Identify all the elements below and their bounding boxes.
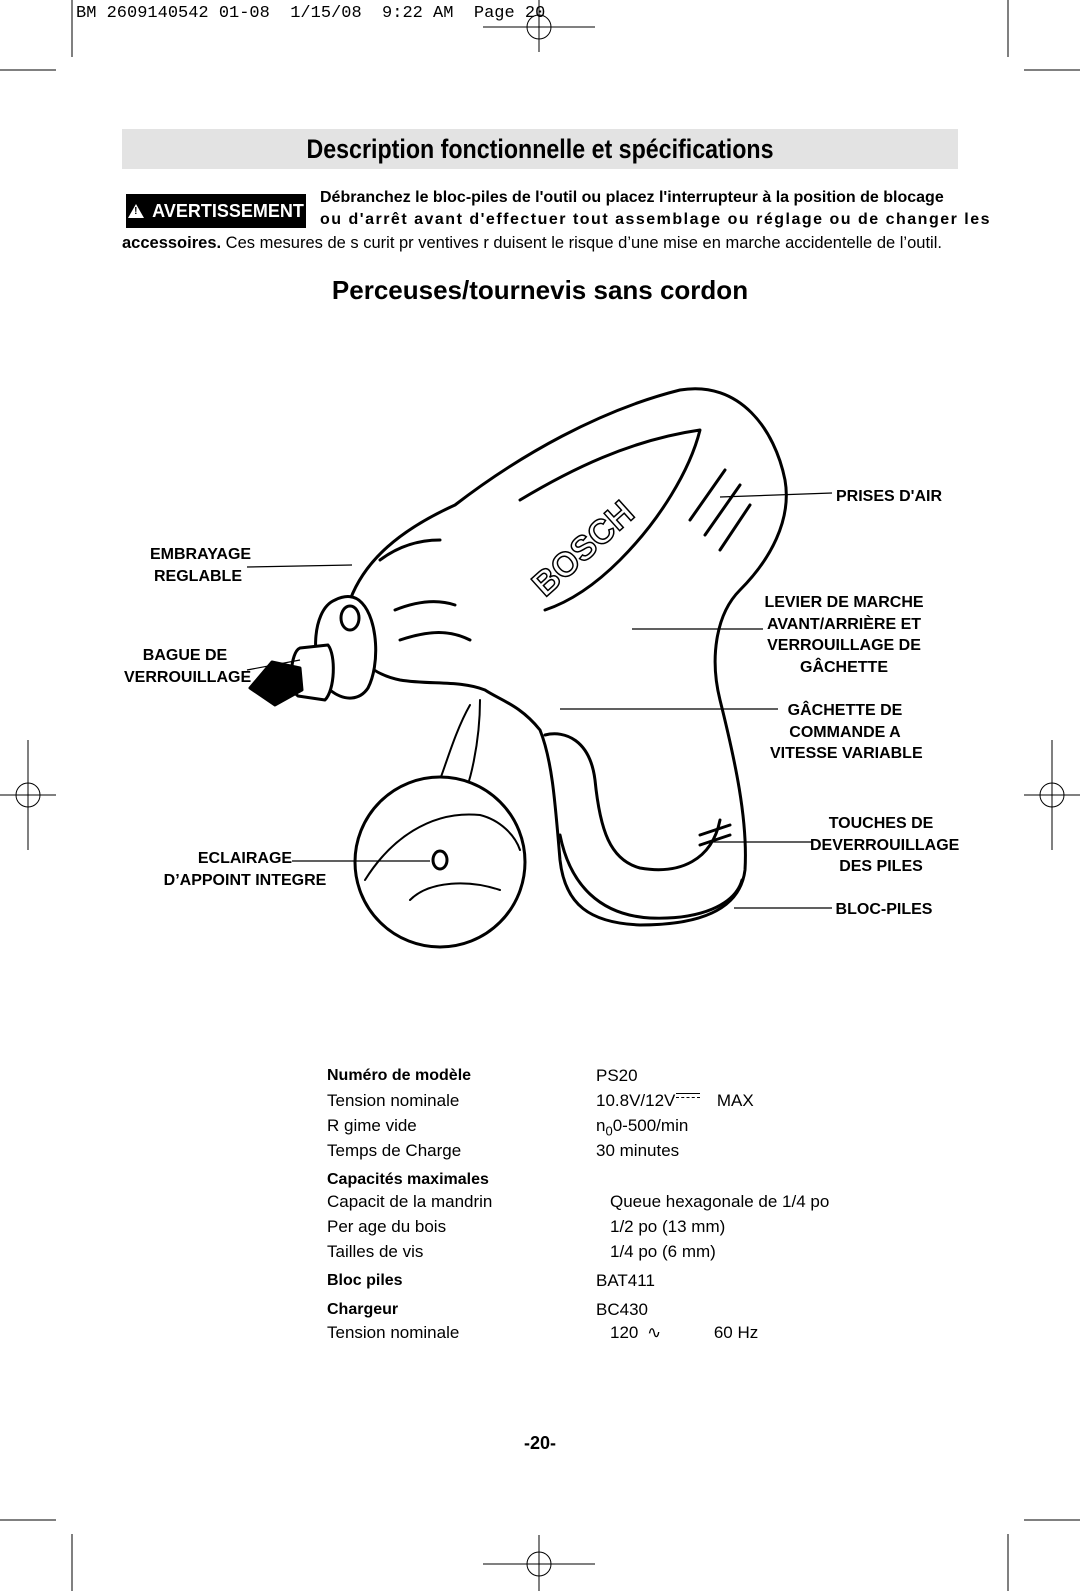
callout-line: TOUCHES DE: [828, 815, 934, 832]
callout-line: VITESSE VARIABLE: [770, 745, 923, 762]
spec-charger-voltage-label: Tension nominale: [327, 1323, 460, 1342]
page-number: -20-: [523, 1433, 556, 1453]
spec-charger-label: Chargeur: [327, 1301, 399, 1318]
warning-line-1: Débranchez le bloc-piles de l'outil ou p…: [320, 189, 944, 206]
spec-charge-value: 30 minutes: [596, 1141, 680, 1160]
spec-speed-value: n00-500/min: [596, 1116, 688, 1138]
vents: [688, 468, 752, 552]
callout-eclairage: ECLAIRAGE D’APPOINT INTEGRE: [160, 848, 330, 891]
warning-line-3-rest: Ces mesures de s curit pr ventives r dui…: [221, 234, 942, 252]
callout-embrayage: EMBRAYAGE REGLABLE: [150, 544, 252, 587]
spec-speed-sub: 0: [605, 1123, 613, 1139]
spec-chuck-value: Queue hexagonale de 1/4 po: [610, 1192, 830, 1211]
spec-voltage-number: 10.8V/12V: [596, 1091, 676, 1110]
clutch-ridges: [378, 538, 472, 642]
callout-line: VERROUILLAGE DE: [767, 637, 921, 654]
callout-line: PRISES D'AIR: [835, 488, 943, 505]
warning-line-3: accessoires. Ces mesures de s curit pr v…: [122, 234, 942, 253]
callout-line: REGLABLE: [154, 567, 242, 585]
spec-model-label: Numéro de modèle: [327, 1067, 472, 1084]
callout-touches: TOUCHES DE DEVERROUILLAGE DES PILES: [810, 813, 960, 878]
spec-voltage-label: Tension nominale: [327, 1091, 460, 1110]
gripper-panel: [518, 428, 702, 612]
spec-speed-n: n: [596, 1116, 606, 1135]
spec-charge-label: Temps de Charge: [327, 1141, 462, 1160]
warning-line-2: ou d'arrêt avant d'effectuer tout assemb…: [320, 211, 992, 228]
callout-line: AVANT/ARRIÈRE ET: [766, 615, 922, 633]
page-title: Description fonctionnelle et spécificati…: [306, 134, 774, 164]
callout-line: ECLAIRAGE: [197, 850, 293, 867]
warning-triangle-icon: !: [128, 204, 145, 218]
callout-line: DEVERROUILLAGE: [810, 836, 960, 854]
warning-badge-label: AVERTISSEMENT: [152, 200, 304, 221]
spec-voltage-value: 10.8V/12V MAX: [596, 1091, 754, 1111]
section-subtitle: Perceuses/tournevis sans cordon: [331, 275, 749, 305]
handle-grip: [543, 732, 722, 872]
spec-charger-voltage-value: 120 ∿ 60 Hz: [610, 1323, 758, 1343]
spec-charger-freq: 60 Hz: [713, 1323, 759, 1342]
warning-line-3-bold: accessoires.: [122, 234, 222, 252]
title-bar: [122, 129, 958, 169]
spec-screw-label: Tailles de vis: [327, 1242, 424, 1261]
callout-line: DES PILES: [839, 858, 923, 875]
callout-line: COMMANDE A: [789, 723, 901, 741]
spec-wood-value: 1/2 po (13 mm): [610, 1217, 726, 1236]
callout-leaders: [246, 492, 833, 909]
battery-pack: [558, 833, 744, 920]
spec-speed-label: R gime vide: [327, 1116, 417, 1135]
spec-screw-value: 1/4 po (6 mm): [610, 1242, 716, 1261]
callout-bague: BAGUE DE VERROUILLAGE: [124, 645, 252, 688]
print-header: BM 2609140542 01-08 1/15/08 9:22 AM Page…: [76, 4, 546, 23]
callout-line: BLOC-PILES: [835, 901, 933, 918]
drill-illustration: [248, 387, 788, 949]
spec-charger-voltage-number: 120: [610, 1323, 639, 1342]
callout-gachette: GÂCHETTE DE COMMANDE A VITESSE VARIABLE: [770, 700, 923, 765]
callout-line: LEVIER DE MARCHE: [764, 594, 924, 611]
callout-prises-air: PRISES D'AIR: [834, 486, 944, 508]
callout-line: GÂCHETTE: [800, 658, 888, 676]
inset-detail: [364, 813, 521, 901]
drill-body-outline: [345, 387, 788, 927]
callout-line: VERROUILLAGE: [124, 668, 252, 686]
spec-charger-value: BC430: [596, 1300, 648, 1319]
spec-chuck-label: Capacit de la mandrin: [327, 1192, 493, 1211]
spec-model-value: PS20: [596, 1066, 638, 1085]
inset-light: [431, 849, 449, 871]
spec-voltage-max: MAX: [716, 1091, 754, 1110]
callout-line: EMBRAYAGE: [150, 546, 252, 563]
spec-battery-value: BAT411: [596, 1271, 655, 1290]
spec-battery-label: Bloc piles: [327, 1272, 403, 1289]
light-ring: [339, 604, 361, 632]
button-touches: [698, 823, 732, 847]
ac-symbol-icon: ∿: [646, 1323, 662, 1342]
spec-speed-range: 0-500/min: [612, 1116, 689, 1135]
spec-wood-label: Per age du bois: [327, 1217, 447, 1236]
warning-badge: ! AVERTISSEMENT: [126, 194, 306, 228]
callout-line: D’APPOINT INTEGRE: [163, 871, 327, 889]
callout-line: BAGUE DE: [142, 647, 228, 664]
callout-bloc-piles: BLOC-PILES: [834, 899, 934, 921]
dc-symbol-icon: [676, 1093, 701, 1104]
callout-line: GÂCHETTE DE: [787, 702, 903, 719]
spec-capacities-heading: Capacités maximales: [327, 1171, 489, 1188]
callout-levier: LEVIER DE MARCHE AVANT/ARRIÈRE ET VERROU…: [764, 592, 924, 678]
